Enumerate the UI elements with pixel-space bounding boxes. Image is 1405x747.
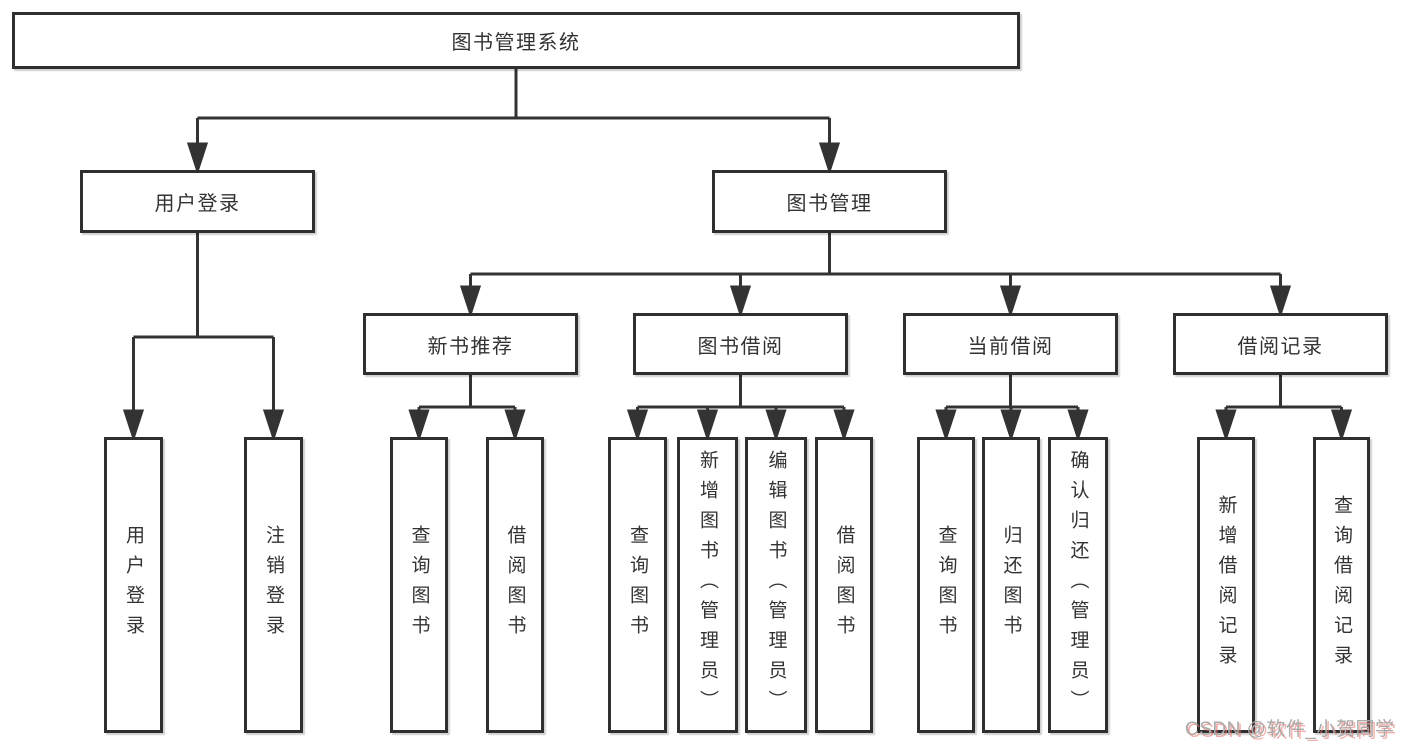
arrowhead-icon bbox=[765, 409, 787, 442]
node-leaf-query-books-2: 查询图书 bbox=[608, 437, 667, 733]
node-leaf-user-login: 用户登录 bbox=[104, 437, 163, 733]
node-book-management-label: 图书管理 bbox=[786, 193, 873, 215]
arrowhead-icon bbox=[1215, 409, 1237, 442]
node-current-borrow-label: 当前借阅 bbox=[967, 335, 1054, 358]
arrowhead-icon bbox=[122, 409, 145, 442]
connector-currentborrow-to-leaves bbox=[935, 375, 1089, 442]
connector-mgmt-to-level3 bbox=[459, 233, 1292, 318]
node-leaf-borrow-books-1-label: 借阅图书 bbox=[504, 525, 526, 645]
node-user-login: 用户登录 bbox=[80, 170, 315, 233]
node-leaf-query-borrow-record-label: 查询借阅记录 bbox=[1331, 495, 1352, 675]
node-leaf-add-borrow-record: 新增借阅记录 bbox=[1197, 437, 1255, 733]
node-leaf-user-login-label: 用户登录 bbox=[123, 525, 144, 645]
connector-borrowrecords-to-leaves bbox=[1215, 375, 1353, 442]
arrowhead-icon bbox=[1067, 409, 1089, 442]
node-new-book-recommend-label: 新书推荐 bbox=[427, 335, 514, 358]
node-leaf-query-books-2-label: 查询图书 bbox=[627, 525, 648, 645]
arrowhead-icon bbox=[626, 409, 649, 442]
node-book-borrow: 图书借阅 bbox=[633, 313, 848, 375]
node-borrow-records-label: 借阅记录 bbox=[1237, 335, 1324, 358]
node-leaf-confirm-return-admin-label: 确认归还（管理员） bbox=[1067, 450, 1089, 720]
arrowhead-icon bbox=[999, 285, 1022, 318]
node-leaf-return-book: 归还图书 bbox=[982, 437, 1040, 733]
node-leaf-add-book-admin: 新增图书（管理员） bbox=[677, 437, 738, 733]
node-leaf-query-books-1-label: 查询图书 bbox=[408, 525, 430, 645]
node-leaf-logout: 注销登录 bbox=[244, 437, 303, 733]
arrowhead-icon bbox=[408, 409, 430, 442]
node-book-management: 图书管理 bbox=[712, 170, 947, 233]
arrowhead-icon bbox=[935, 409, 957, 442]
node-leaf-return-book-label: 归还图书 bbox=[1000, 525, 1022, 645]
connector-bookborrow-to-leaves bbox=[626, 375, 855, 442]
node-leaf-query-books-3-label: 查询图书 bbox=[935, 525, 957, 645]
connector-root-to-level2 bbox=[186, 69, 841, 175]
node-leaf-borrow-books-2-label: 借阅图书 bbox=[833, 525, 855, 645]
arrowhead-icon bbox=[504, 409, 526, 442]
arrowhead-icon bbox=[1269, 285, 1292, 318]
node-root-system: 图书管理系统 bbox=[12, 12, 1020, 69]
connector-newbooks-to-leaves bbox=[408, 375, 526, 442]
node-leaf-query-books-1: 查询图书 bbox=[390, 437, 448, 733]
node-leaf-query-books-3: 查询图书 bbox=[917, 437, 975, 733]
arrowhead-icon bbox=[1330, 409, 1353, 442]
connector-login-to-leaves bbox=[122, 233, 285, 442]
node-leaf-edit-book-admin: 编辑图书（管理员） bbox=[745, 437, 807, 733]
node-leaf-query-borrow-record: 查询借阅记录 bbox=[1313, 437, 1370, 733]
node-current-borrow: 当前借阅 bbox=[903, 313, 1118, 375]
node-leaf-borrow-books-1: 借阅图书 bbox=[486, 437, 544, 733]
node-leaf-logout-label: 注销登录 bbox=[263, 525, 284, 645]
arrowhead-icon bbox=[729, 285, 752, 318]
arrowhead-icon bbox=[459, 285, 482, 318]
node-leaf-confirm-return-admin: 确认归还（管理员） bbox=[1048, 437, 1108, 733]
arrowhead-icon bbox=[1000, 409, 1022, 442]
node-leaf-add-borrow-record-label: 新增借阅记录 bbox=[1215, 495, 1237, 675]
arrowhead-icon bbox=[262, 409, 285, 442]
arrowhead-icon bbox=[696, 409, 719, 442]
arrowhead-icon bbox=[818, 142, 841, 175]
arrowhead-icon bbox=[833, 409, 855, 442]
node-leaf-borrow-books-2: 借阅图书 bbox=[815, 437, 873, 733]
node-root-label: 图书管理系统 bbox=[451, 32, 581, 54]
csdn-watermark: CSDN @软件_小贺同学 bbox=[1185, 719, 1395, 740]
node-leaf-edit-book-admin-label: 编辑图书（管理员） bbox=[765, 450, 787, 720]
node-leaf-add-book-admin-label: 新增图书（管理员） bbox=[697, 450, 718, 720]
node-book-borrow-label: 图书借阅 bbox=[697, 335, 784, 358]
node-borrow-records: 借阅记录 bbox=[1173, 313, 1388, 375]
node-new-book-recommend: 新书推荐 bbox=[363, 313, 578, 375]
node-user-login-label: 用户登录 bbox=[154, 193, 241, 215]
arrowhead-icon bbox=[186, 142, 209, 175]
